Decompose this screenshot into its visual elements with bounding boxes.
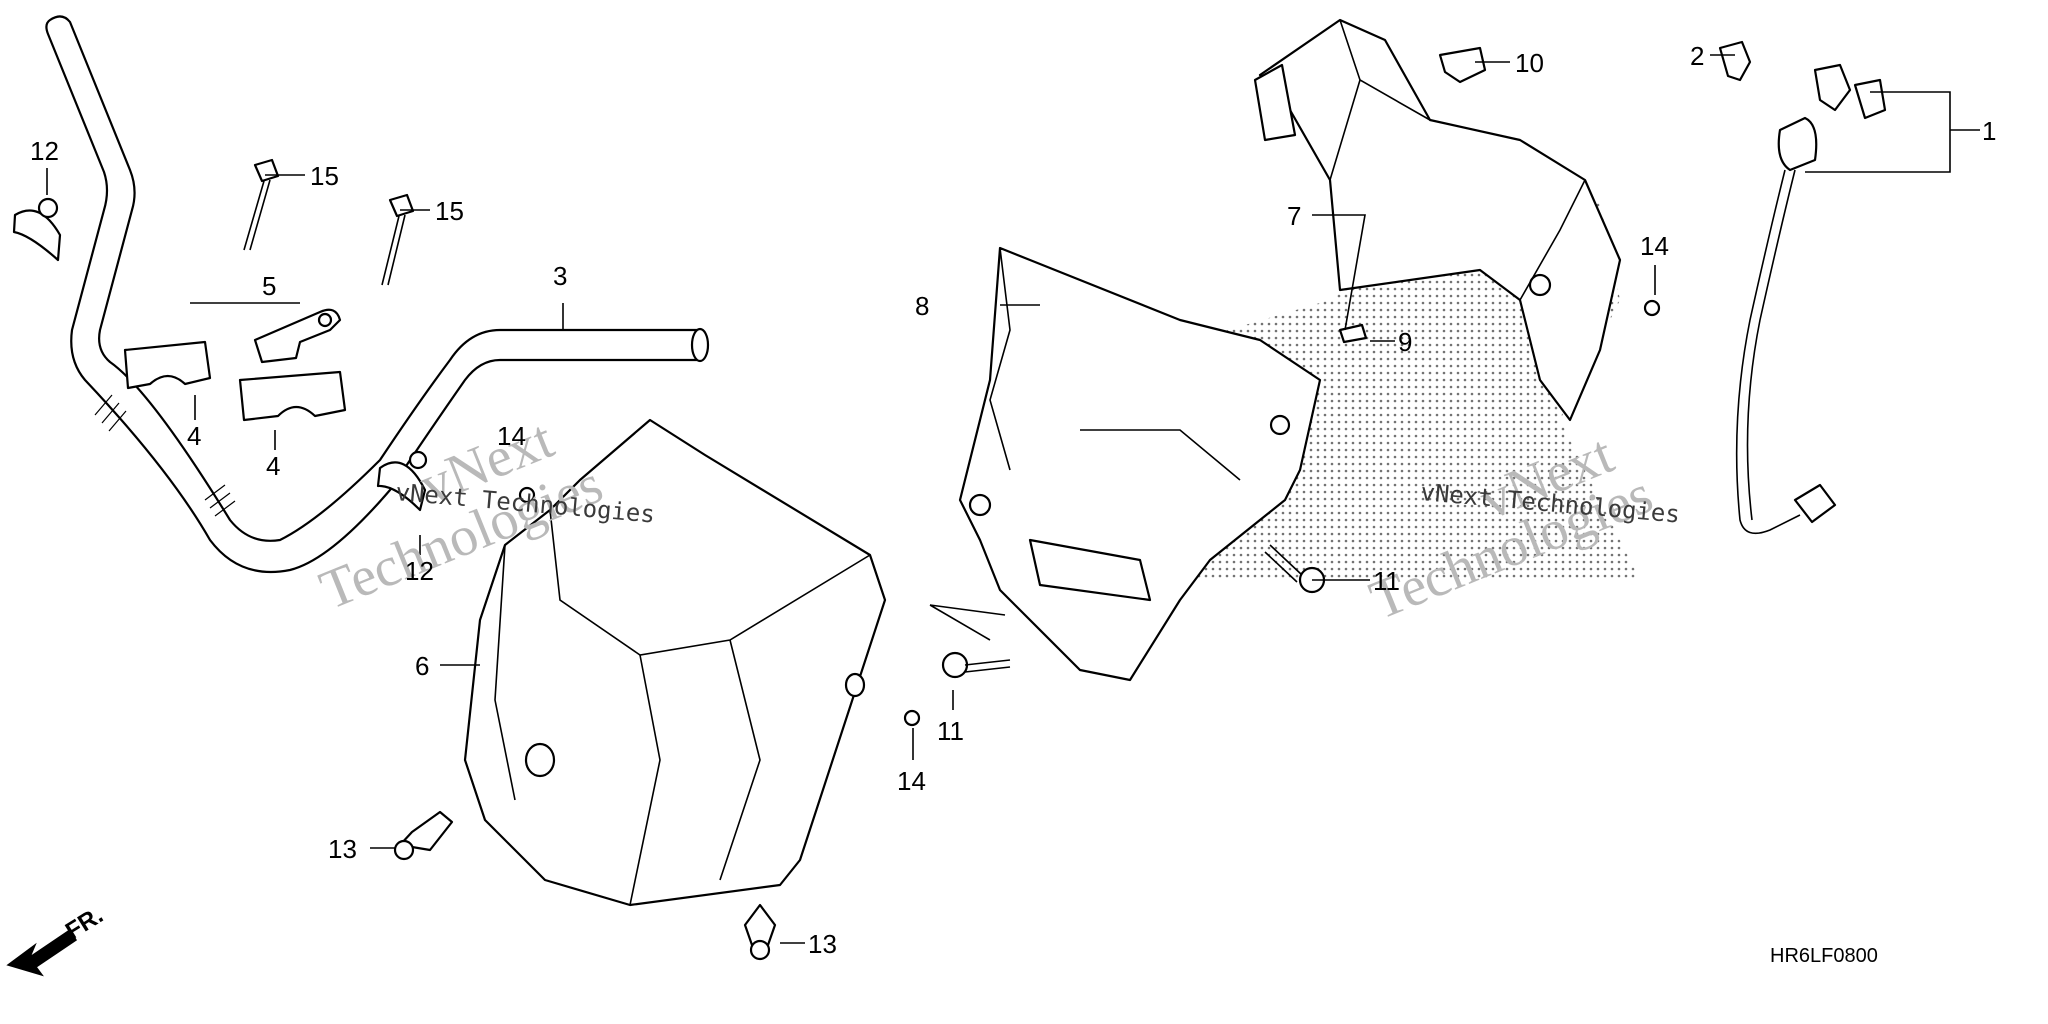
bolt-right bbox=[381, 193, 415, 286]
callout-6: 6 bbox=[415, 651, 429, 681]
wire-band-left bbox=[12, 197, 62, 262]
callout-7: 7 bbox=[1287, 201, 1301, 231]
callout-14c: 14 bbox=[1640, 231, 1669, 261]
callout-14a: 14 bbox=[497, 421, 526, 451]
callout-1: 1 bbox=[1982, 116, 1996, 146]
callout-4a: 4 bbox=[187, 421, 201, 451]
callouts: 1 2 3 4 4 5 6 7 8 9 10 11 11 12 12 13 13… bbox=[30, 41, 1996, 959]
key bbox=[1813, 63, 1887, 120]
screw-14-a bbox=[518, 486, 536, 504]
handlebar-holder-left bbox=[123, 340, 212, 390]
callout-9: 9 bbox=[1398, 327, 1412, 357]
callout-12a: 12 bbox=[30, 136, 59, 166]
callout-3: 3 bbox=[553, 261, 567, 291]
inner-panel bbox=[958, 246, 1322, 682]
callout-2: 2 bbox=[1690, 41, 1704, 71]
rivet-13-bottom bbox=[743, 903, 777, 961]
bolt-11-lower bbox=[941, 651, 1011, 679]
handlebar bbox=[45, 15, 710, 574]
callout-13a: 13 bbox=[328, 834, 357, 864]
headlight-cover bbox=[463, 418, 887, 907]
callout-4b: 4 bbox=[266, 451, 280, 481]
diagram-part-code: HR6LF0800 bbox=[1770, 945, 1878, 967]
screw-14-c bbox=[1643, 299, 1661, 317]
callout-13b: 13 bbox=[808, 929, 837, 959]
clip bbox=[1438, 46, 1487, 84]
screw-14-b bbox=[903, 709, 921, 727]
front-arrow: FR. bbox=[6, 902, 108, 977]
front-arrow-icon bbox=[6, 928, 78, 977]
callout-11b: 11 bbox=[937, 716, 964, 746]
ignition-switch bbox=[1735, 116, 1837, 535]
callout-12b: 12 bbox=[405, 556, 434, 586]
bolt-left bbox=[243, 158, 280, 251]
nut bbox=[1338, 323, 1368, 344]
callout-11a: 11 bbox=[1373, 566, 1400, 596]
handlebar-holder-right bbox=[238, 370, 347, 422]
callout-8: 8 bbox=[915, 291, 929, 321]
grommet bbox=[1718, 40, 1752, 82]
callout-10: 10 bbox=[1515, 48, 1544, 78]
callout-15a: 15 bbox=[310, 161, 339, 191]
leader-lines bbox=[46, 54, 1980, 944]
upper-cover bbox=[1253, 18, 1622, 422]
rivet-13-left bbox=[393, 810, 454, 861]
callout-5: 5 bbox=[262, 271, 276, 301]
bracket bbox=[253, 308, 342, 364]
wire-band-center bbox=[376, 450, 428, 512]
callout-15b: 15 bbox=[435, 196, 464, 226]
callout-14b: 14 bbox=[897, 766, 926, 796]
